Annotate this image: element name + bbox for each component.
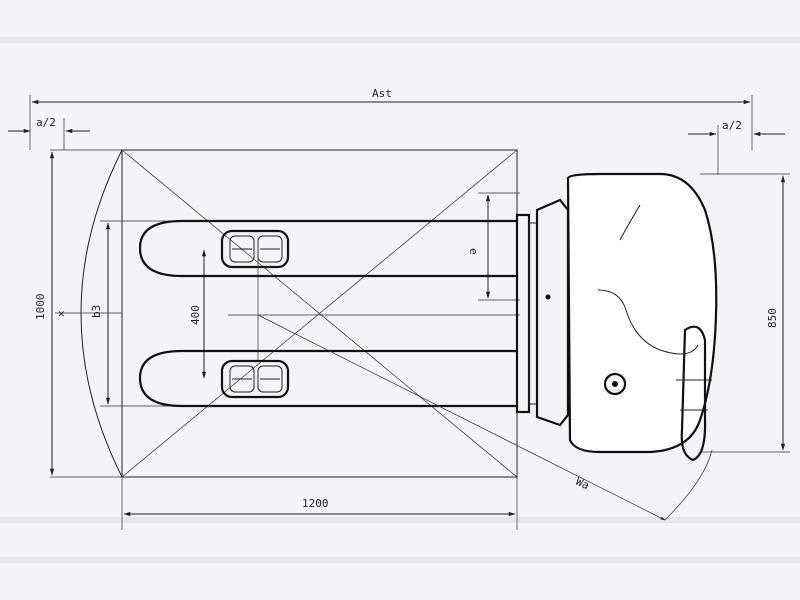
label-a-half-left: a/2 (36, 116, 56, 129)
dimension-1200: 1200 (121, 477, 518, 530)
dimension-400: 400 (189, 249, 207, 379)
label-400: 400 (189, 305, 202, 325)
background-texture (0, 37, 800, 563)
label-b3: b3 (90, 305, 103, 318)
center-mark: ✕ (58, 307, 65, 320)
dimension-b3: b3 (90, 220, 180, 407)
center-lines: Wa (228, 240, 713, 521)
label-1000: 1000 (34, 294, 47, 321)
dimension-a-half-right: a/2 (688, 119, 785, 175)
pallet-outline: ✕ (50, 149, 518, 478)
dimension-e: e (467, 192, 520, 301)
label-850: 850 (766, 308, 779, 328)
dimension-a-half-left: a/2 (8, 116, 90, 150)
label-wa: Wa (574, 475, 592, 492)
label-1200: 1200 (302, 497, 329, 510)
fork-lower (138, 349, 518, 408)
fork-upper (138, 219, 518, 278)
label-a-half-right: a/2 (722, 119, 742, 132)
dimension-ast: Ast (29, 87, 753, 150)
label-e: e (467, 248, 480, 255)
dimension-1000: 1000 (34, 151, 55, 476)
label-ast: Ast (372, 87, 392, 100)
truck-body (515, 172, 718, 462)
dimension-850: 850 (700, 173, 790, 453)
